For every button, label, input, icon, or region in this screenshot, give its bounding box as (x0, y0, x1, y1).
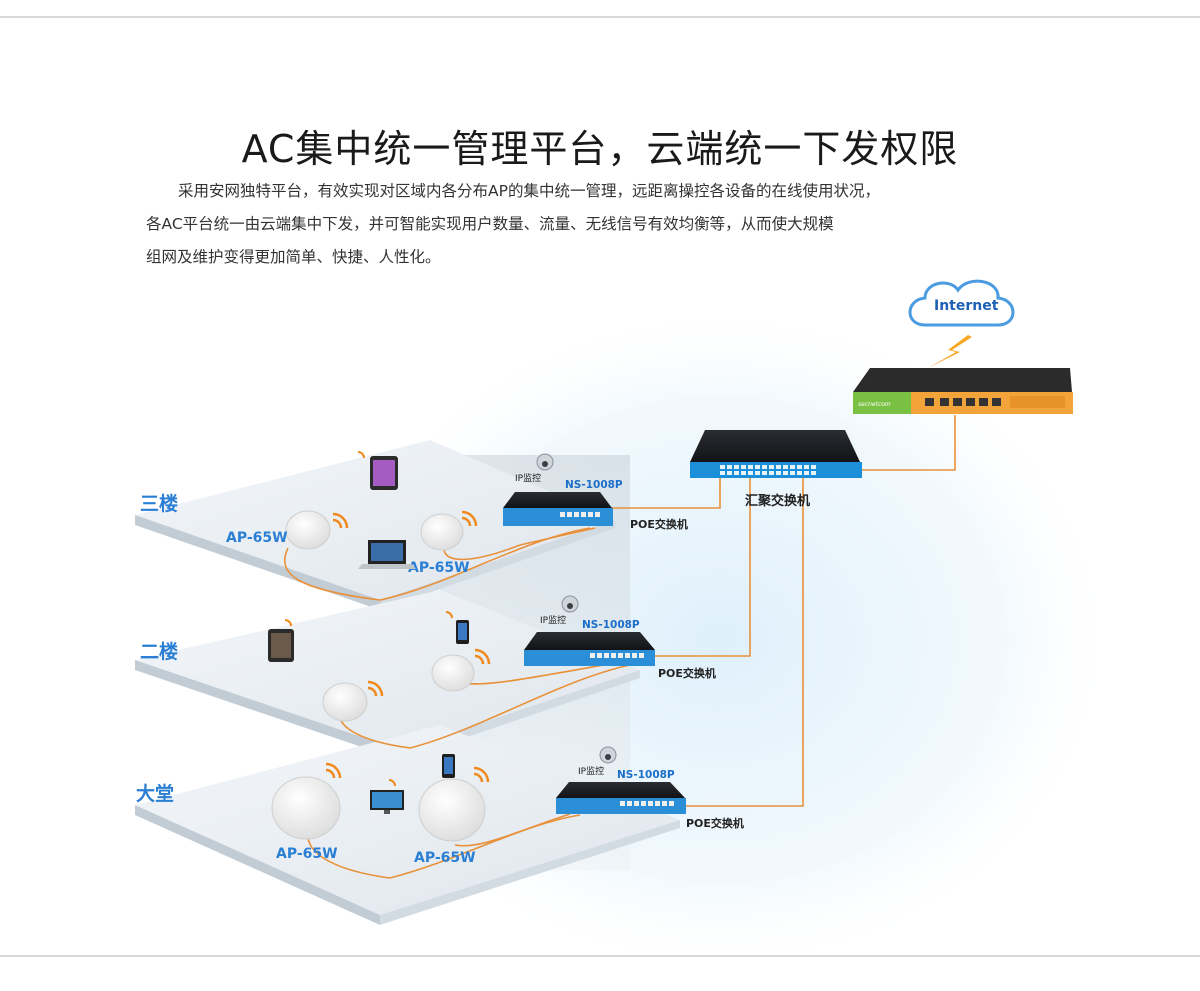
floor-3-ap-left-label: AP-65W (226, 530, 288, 546)
floor-2-ap-right (431, 648, 491, 692)
lobby-phone-icon (442, 754, 455, 778)
floor-3-ap-right: AP-65W (408, 510, 478, 576)
bottom-divider (0, 955, 1200, 957)
floor-3-camera-label: IP监控 (515, 472, 541, 484)
description-line-3: 组网及维护变得更加简单、快捷、人性化。 (146, 248, 441, 266)
floor-2-phone-icon (445, 611, 469, 644)
floor-3-ap-left: AP-65W (226, 510, 349, 550)
floor-3-switch-label: POE交换机 (630, 517, 688, 531)
lobby-ap-right-label: AP-65W (414, 850, 476, 866)
floor-3-laptop-icon (358, 540, 416, 569)
core-switch-label: 汇聚交换机 (745, 493, 810, 509)
page-title: AC集中统一管理平台，云端统一下发权限 (241, 127, 959, 171)
top-divider (0, 16, 1200, 18)
floor-3-ip-camera: IP监控 (515, 453, 554, 484)
lobby-camera-label: IP监控 (578, 765, 604, 777)
lobby-ip-camera: IP监控 (578, 746, 617, 777)
floor-3-switch-model: NS-1008P (565, 479, 623, 491)
internet-cloud: Internet (908, 279, 1015, 368)
floor-3-ap-right-label: AP-65W (408, 560, 470, 576)
description-line-1: 采用安网独特平台，有效实现对区域内各分布AP的集中统一管理，远距离操控各设备的在… (178, 182, 880, 200)
floor-2-camera-label: IP监控 (540, 614, 566, 626)
internet-label: Internet (934, 298, 999, 314)
floor-2-switch-label: POE交换机 (658, 666, 716, 680)
floor-3-tablet-icon (357, 451, 398, 490)
lobby-ap-left-label: AP-65W (276, 846, 338, 862)
core-switch: 汇聚交换机 (690, 430, 862, 509)
floor-2-tablet-icon (268, 619, 294, 662)
floor-3-poe-switch: NS-1008P POE交换机 (503, 479, 688, 531)
lobby-ap-right: AP-65W (414, 766, 490, 866)
gateway-router: secnetcom (853, 368, 1073, 414)
lobby-label: 大堂 (136, 782, 174, 805)
lobby-ap-left: AP-65W (271, 762, 342, 862)
floor-2-switch-model: NS-1008P (582, 619, 640, 631)
floor-2-label: 二楼 (140, 640, 178, 663)
floor-3-label: 三楼 (140, 492, 178, 515)
floor-2-poe-switch: NS-1008P POE交换机 (524, 619, 716, 680)
gateway-brand: secnetcom (858, 401, 891, 408)
lightning-icon (928, 335, 972, 368)
floor-3-plate (135, 440, 615, 610)
description: 采用安网独特平台，有效实现对区域内各分布AP的集中统一管理，远距离操控各设备的在… (146, 175, 1066, 274)
lobby-monitor-icon (370, 779, 404, 814)
floor-2-ip-camera: IP监控 (540, 595, 579, 626)
lobby-poe-switch: NS-1008P POE交换机 (556, 769, 744, 830)
lobby-switch-label: POE交换机 (686, 816, 744, 830)
floor-1-plate (135, 725, 680, 925)
description-line-2: 各AC平台统一由云端集中下发，并可智能实现用户数量、流量、无线信号有效均衡等，从… (146, 215, 834, 233)
lobby-switch-model: NS-1008P (617, 769, 675, 781)
floor-2-ap-left (322, 680, 384, 722)
